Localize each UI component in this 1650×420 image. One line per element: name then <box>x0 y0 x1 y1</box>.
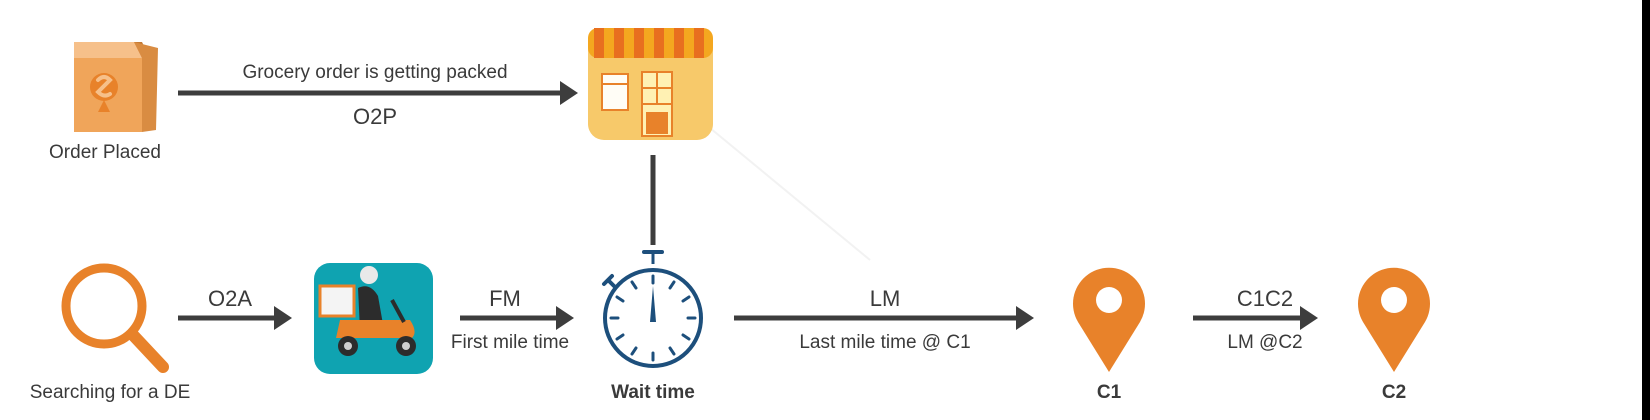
stopwatch-icon <box>602 250 703 368</box>
edge-code-c1c2: C1C2 <box>1236 286 1294 311</box>
delivery-rider-icon <box>314 263 433 374</box>
faint-connector <box>709 127 871 261</box>
map-pin-icon-c1 <box>1073 267 1145 372</box>
window-edge <box>1642 0 1650 420</box>
edge-code-o2a: O2A <box>207 286 253 311</box>
edge-code-o2p: O2P <box>352 104 398 129</box>
edge-desc-o2p: Grocery order is getting packed <box>242 62 508 83</box>
arrow-o2a <box>178 306 292 330</box>
node-label-c1: C1 <box>1096 382 1122 403</box>
node-label-searching: Searching for a DE <box>29 382 191 403</box>
arrow-lm <box>734 306 1034 330</box>
edge-desc-fm: First mile time <box>450 332 570 353</box>
store-icon <box>588 28 713 140</box>
node-label-c2: C2 <box>1381 382 1407 403</box>
edge-desc-c1c2: LM @C2 <box>1227 332 1303 353</box>
magnifier-icon <box>61 263 169 373</box>
grocery-bag-icon <box>74 42 158 132</box>
map-pin-icon-c2 <box>1358 267 1430 372</box>
edge-desc-lm: Last mile time @ C1 <box>799 332 971 353</box>
arrow-c1c2 <box>1193 306 1318 330</box>
node-label-wait: Wait time <box>611 382 695 403</box>
arrow-o2p <box>178 81 578 105</box>
edge-code-lm: LM <box>869 286 901 311</box>
edge-code-fm: FM <box>489 286 521 311</box>
node-label-order-placed: Order Placed <box>49 142 161 163</box>
arrow-fm <box>460 306 574 330</box>
